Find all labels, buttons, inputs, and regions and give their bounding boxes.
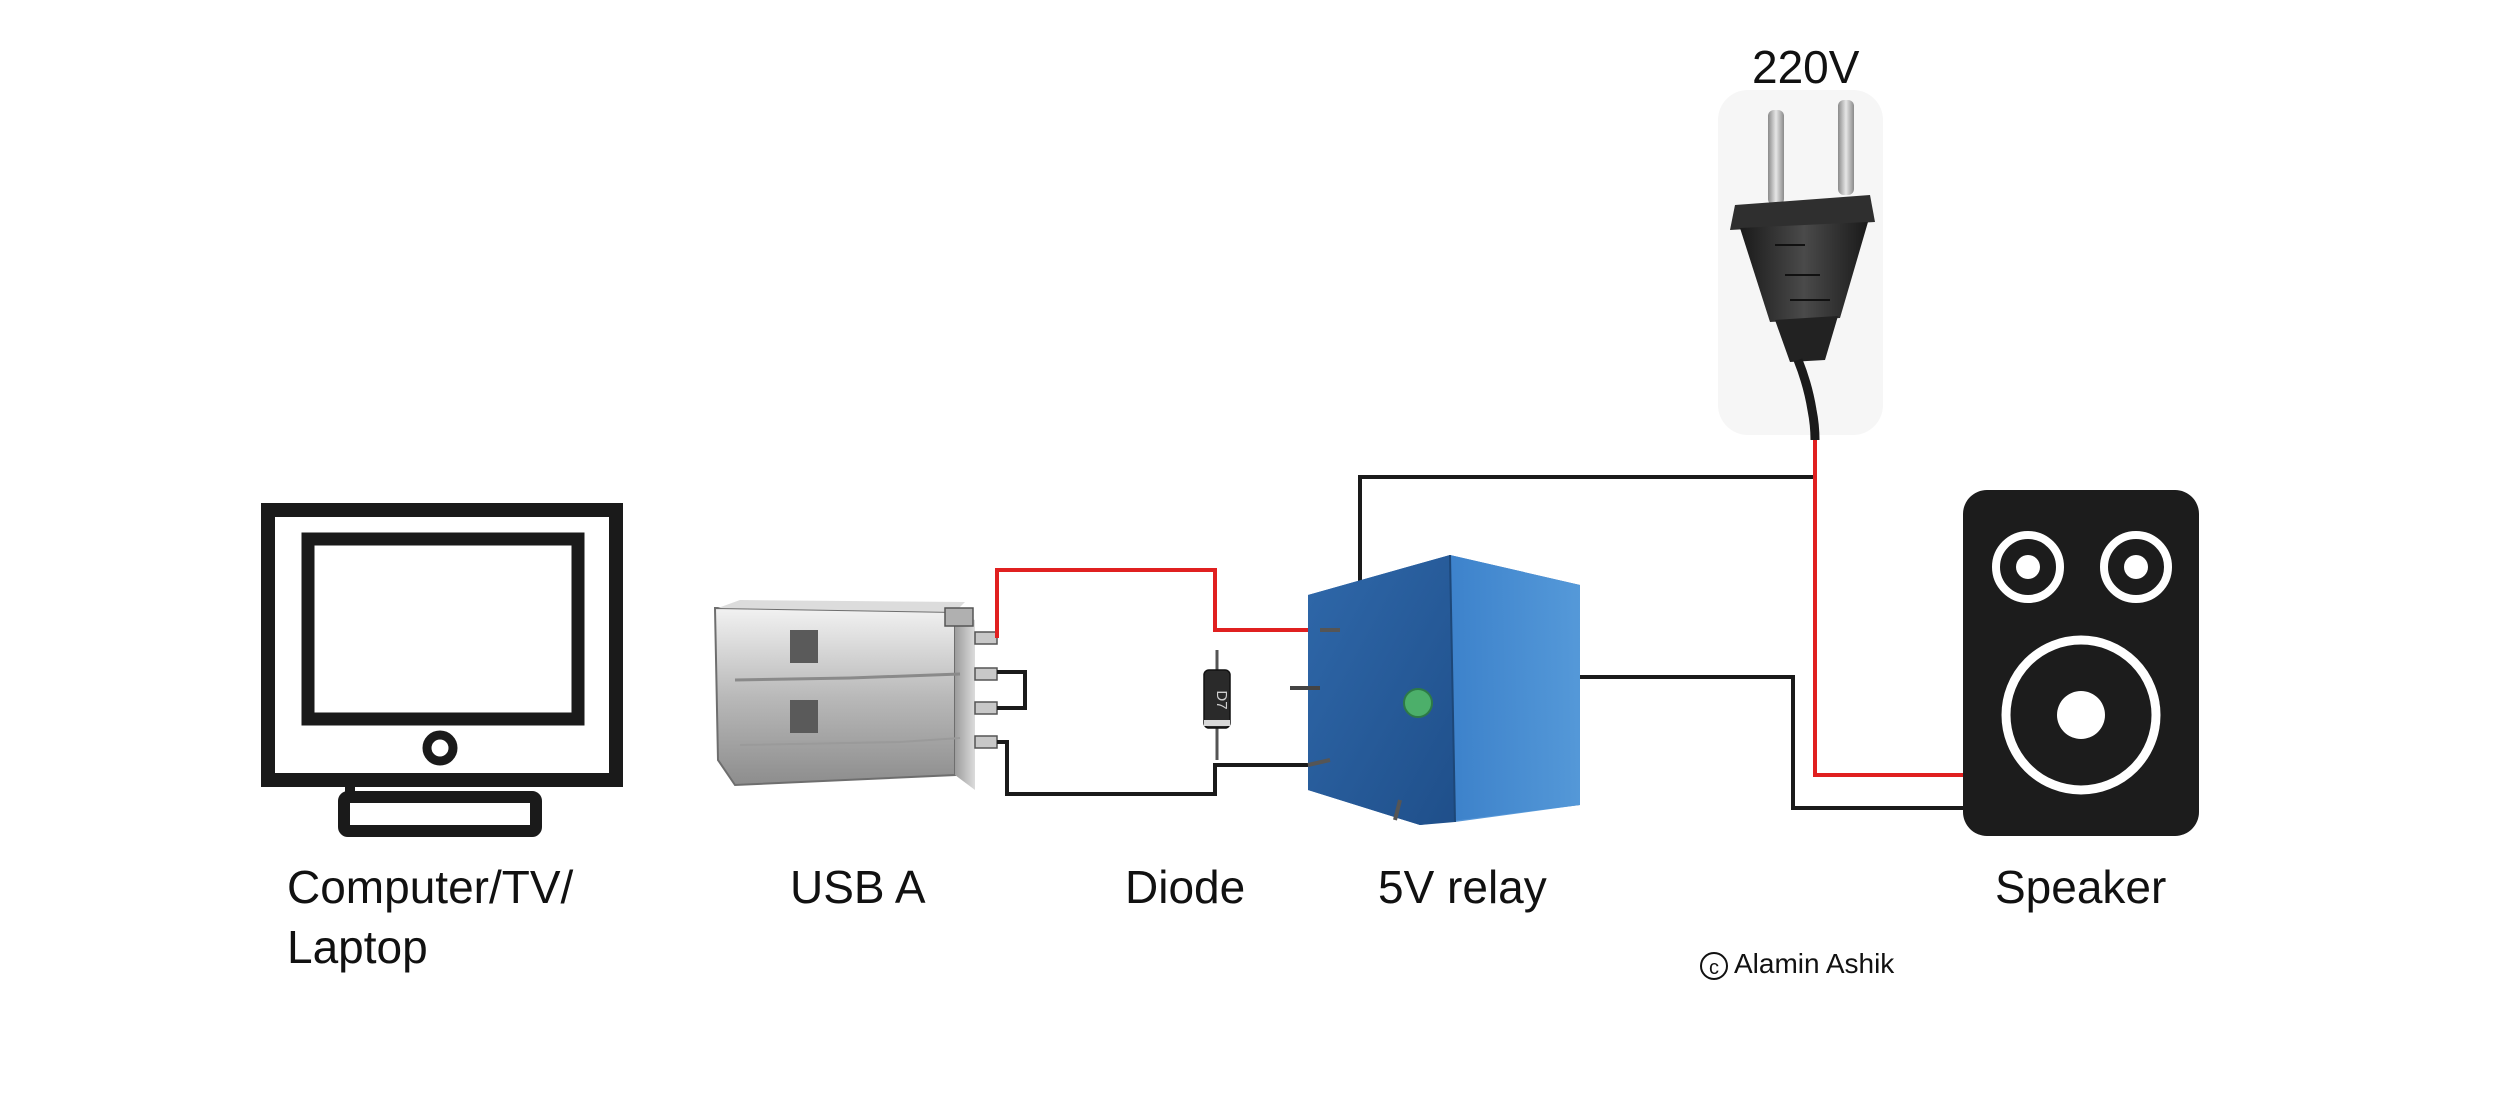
diode-marking: D7 [1213,690,1230,709]
copyright-text: Alamin Ashik [1734,948,1895,979]
relay-icon [1290,554,1580,825]
label-relay: 5V relay [1378,861,1547,913]
negative-wire-usb-relay [997,740,1308,796]
label-speaker: Speaker [1995,861,2167,913]
positive-wire-usb-relay [995,568,1320,638]
label-computer-line2: Laptop [287,921,428,973]
diode-icon: D7 [1203,669,1231,729]
usb-bridge-wire [997,670,1027,710]
relay-speaker-wire [1415,675,1963,810]
wires [995,440,1963,810]
copyright-symbol: c [1700,951,1728,980]
power-plug-icon [1718,90,1883,441]
computer-monitor-icon [261,503,623,837]
usb-a-plug-icon [713,600,998,790]
label-diode: Diode [1125,861,1246,913]
label-computer-line1: Computer/TV/ [287,861,574,913]
label-voltage: 220V [1752,41,1860,93]
speaker-icon [1963,490,2199,836]
mains-wire-plug-speaker [1813,440,1963,777]
label-usb: USB A [790,861,926,913]
